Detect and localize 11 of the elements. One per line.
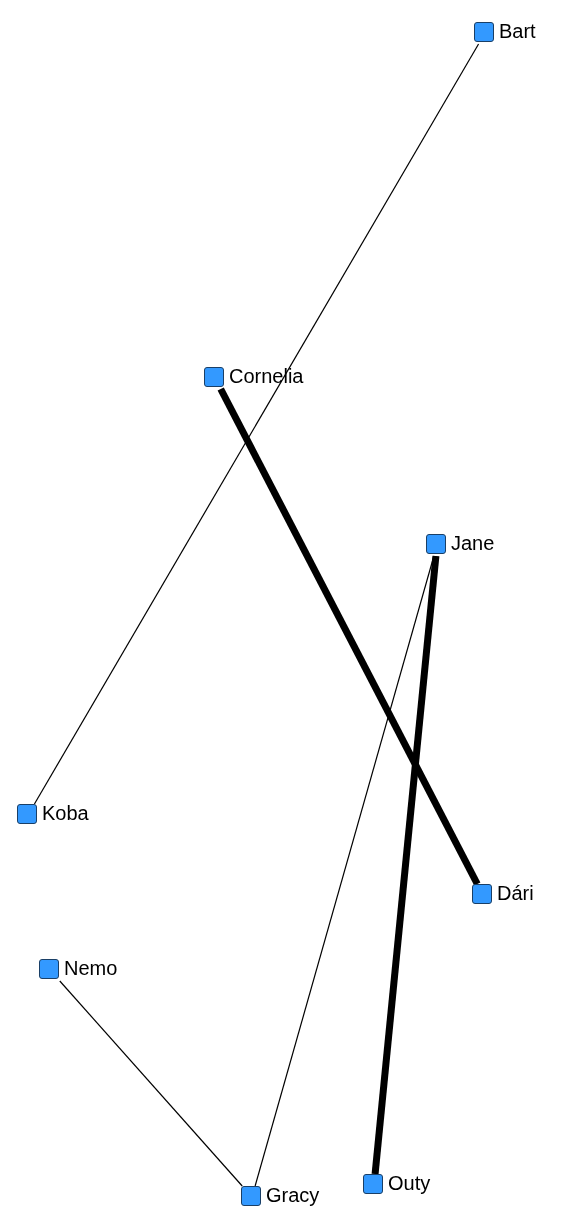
node-label: Bart	[499, 19, 536, 43]
node-label: Outy	[388, 1171, 431, 1195]
connector-line	[59, 980, 243, 1187]
connector-line	[217, 387, 481, 886]
node-label: Nemo	[64, 956, 118, 980]
node-label: Koba	[42, 801, 89, 825]
connector-line	[371, 555, 440, 1175]
node-label: Gracy	[266, 1183, 320, 1207]
connector-line	[33, 43, 480, 805]
node-label: Dári	[497, 881, 534, 905]
node-label: Jane	[451, 531, 495, 555]
